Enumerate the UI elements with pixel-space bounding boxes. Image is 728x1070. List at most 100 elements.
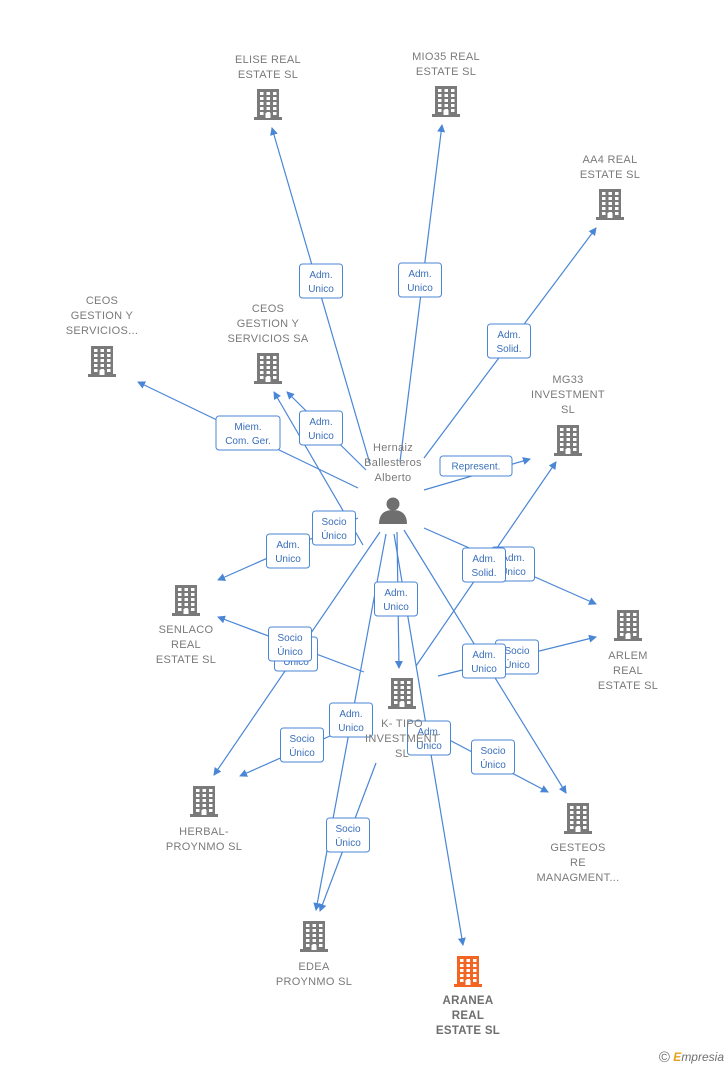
edge-label-text: Adm. — [472, 554, 495, 565]
copyright-icon: © — [658, 1049, 670, 1066]
edge-label-text: Único — [480, 758, 506, 771]
edge-label-text: Adm. — [472, 650, 495, 661]
edge-label-text: Socio — [335, 824, 360, 835]
edge-label-text: Adm. — [497, 330, 520, 341]
edge-label-text: Unico — [471, 664, 497, 675]
edge-label-text: Solid. — [471, 568, 496, 579]
building-icon — [614, 610, 642, 641]
edge-label-text: Adm. — [276, 540, 299, 551]
edge-label-text: Adm. — [384, 588, 407, 599]
edge-label-person-mg33[interactable]: Represent. — [439, 455, 513, 477]
edge-label-text: Único — [277, 645, 303, 658]
edge-label-text: Unico — [416, 741, 442, 752]
edge-label-person-aa4[interactable]: Adm. Solid. — [487, 323, 531, 359]
empresia-brand[interactable]: © Empresia — [659, 1049, 724, 1066]
building-icon — [454, 956, 482, 987]
building-icon — [190, 786, 218, 817]
building-icon — [300, 921, 328, 952]
edge-label-text: Unico — [308, 431, 334, 442]
building-icon — [388, 678, 416, 709]
brand-initial: E — [673, 1050, 682, 1064]
edge-label-text: Único — [289, 746, 315, 759]
edge-label-person-elise[interactable]: Adm.Unico — [299, 263, 343, 299]
building-icon — [172, 585, 200, 616]
edge-label-ktipo-gesteos[interactable]: Adm. Unico — [462, 643, 506, 679]
building-icon — [432, 86, 460, 117]
edge-label-person-mio35[interactable]: Adm. Unico — [398, 262, 442, 298]
brand-name: mpresia — [681, 1050, 724, 1064]
edge-label-text: Represent. — [452, 462, 501, 473]
edge-label-text: Miem. — [234, 422, 261, 433]
edge-label-text: Unico — [383, 602, 409, 613]
company-label-herbal: HERBAL-PROYNMO SL — [166, 826, 242, 853]
edge-label-text: Com. Ger. — [225, 436, 271, 447]
edge-label-text: Adm. — [417, 727, 440, 738]
edge-label-person-edea[interactable]: Adm.Unico — [329, 702, 373, 738]
node-herbal[interactable]: HERBAL-PROYNMO SL — [166, 786, 242, 853]
edge-label-text: Socio — [277, 633, 302, 644]
edge-label-text: Unico — [407, 283, 433, 294]
edge-label-text: Socio — [480, 746, 505, 757]
edge-label-person-ceos2[interactable]: Miem. Com. Ger. — [215, 415, 281, 451]
edge-label-ktipo-mg33[interactable]: Adm. Solid. — [462, 547, 506, 583]
edge-label-text: Único — [504, 658, 530, 671]
building-icon — [554, 425, 582, 456]
person-icon — [379, 497, 407, 524]
edge-label-text: Único — [321, 529, 347, 542]
building-icon — [596, 189, 624, 220]
edge-label-text: Adm. — [309, 270, 332, 281]
building-icon — [254, 89, 282, 120]
building-icon — [88, 346, 116, 377]
edge-label-person-ceos1[interactable]: Adm. Unico — [299, 410, 343, 446]
edge-label-text: Socio — [289, 734, 314, 745]
edge-label-text: Socio — [321, 517, 346, 528]
edge-label-text: Adm. — [408, 269, 431, 280]
edge-label-person-ktipo[interactable]: Adm. Unico — [374, 581, 418, 617]
edge-label-text: Adm. — [309, 417, 332, 428]
edge-label-text: Unico — [275, 554, 301, 565]
building-icon — [254, 353, 282, 384]
edge-label-text: Único — [335, 836, 361, 849]
edge-label-text: Socio — [504, 646, 529, 657]
edge-label-text: Adm. — [501, 553, 524, 564]
edge-label-person-aranea[interactable]: Adm. Unico — [407, 720, 451, 756]
edge-label-text: Unico — [338, 723, 364, 734]
edge-label-text: Solid. — [496, 344, 521, 355]
edge-label-text: Unico — [500, 567, 526, 578]
building-icon — [564, 803, 592, 834]
edge-label-person-senlaco[interactable]: Adm. Unico — [266, 533, 310, 569]
